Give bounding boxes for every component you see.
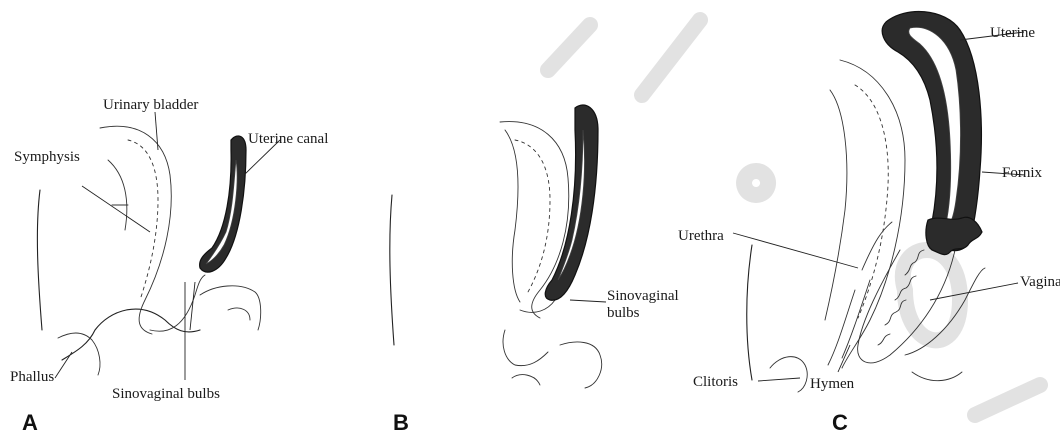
panel-b-rectum <box>560 342 602 388</box>
panel-a-symphysis-edge <box>108 160 128 230</box>
panel-b-body-outline <box>390 195 394 345</box>
panel-c: Uterine Fornix Urethra Vagina Clitoris H… <box>678 12 1060 435</box>
label-phallus: Phallus <box>10 369 54 385</box>
panel-c-bladder-inner <box>825 90 847 320</box>
panel-c-body-outline <box>747 245 752 380</box>
panel-letter-a: A <box>22 410 38 435</box>
label-uterine-canal: Uterine canal <box>248 131 328 147</box>
panel-c-clitoris-outline <box>770 357 807 392</box>
label-uterine: Uterine <box>990 25 1035 41</box>
label-clitoris: Clitoris <box>693 374 738 390</box>
panel-b-uterine-canal <box>545 105 598 300</box>
panel-a-urogenital-sinus <box>150 275 205 331</box>
panel-b-inner-contour <box>505 130 520 302</box>
label-vagina: Vagina <box>1020 274 1060 290</box>
panel-b-sinus <box>503 300 555 366</box>
panel-letter-b: B <box>393 410 409 435</box>
panel-c-bladder-wall <box>840 60 905 368</box>
panel-c-urethra <box>828 222 892 365</box>
label-sinovaginal-bulbs-a: Sinovaginal bulbs <box>112 386 220 402</box>
panel-c-bladder-lumen <box>855 85 888 318</box>
panel-a-phallus-outline <box>58 333 100 375</box>
panel-letter-c: C <box>832 410 848 435</box>
panel-b: Sinovaginal bulbs B <box>390 105 679 435</box>
panel-a-uterine-canal <box>200 136 246 272</box>
label-urinary-bladder: Urinary bladder <box>103 97 198 113</box>
panel-c-fornix-crypts <box>926 217 982 254</box>
panel-a-body-outline <box>37 190 200 360</box>
panel-b-perineum <box>512 375 540 385</box>
label-urethra: Urethra <box>678 228 724 244</box>
panel-a-rectum <box>200 286 261 330</box>
label-fornix: Fornix <box>1002 165 1043 181</box>
label-hymen: Hymen <box>810 376 855 392</box>
label-sinovaginal-b-line2: bulbs <box>607 305 640 321</box>
panel-a: Urinary bladder Uterine canal Symphysis … <box>10 97 328 435</box>
label-symphysis: Symphysis <box>14 149 80 165</box>
panel-b-bladder-lumen <box>515 140 550 292</box>
panel-a-bladder-wall <box>100 126 171 334</box>
label-sinovaginal-b-line1: Sinovaginal <box>607 288 679 304</box>
